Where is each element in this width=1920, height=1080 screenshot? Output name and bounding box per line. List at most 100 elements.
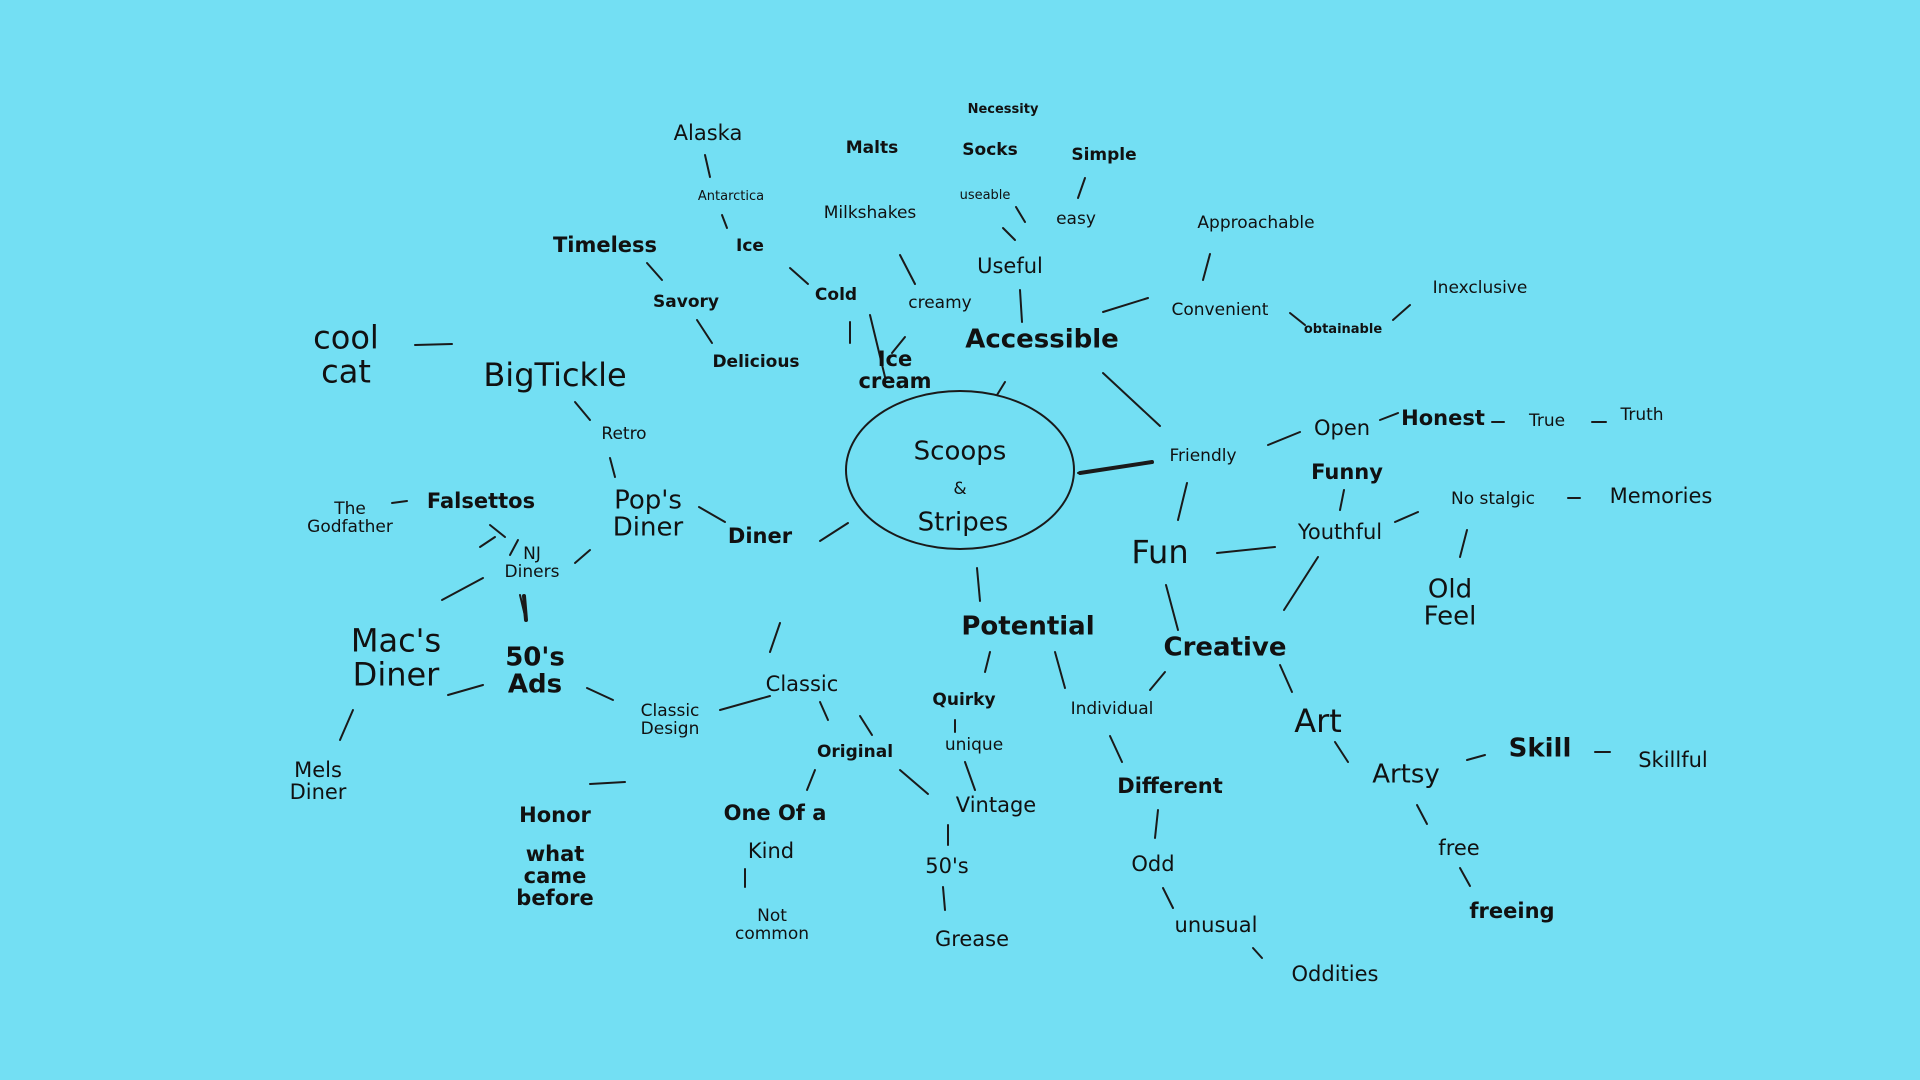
node-falsettos: Falsettos bbox=[426, 488, 536, 513]
node-unique: unique bbox=[944, 735, 1004, 756]
node-ice: Ice bbox=[736, 236, 764, 257]
connector-line bbox=[1162, 887, 1174, 909]
node-skill: Skill bbox=[1508, 733, 1572, 764]
node-artsy: Artsy bbox=[1372, 759, 1440, 790]
connector-line bbox=[1459, 867, 1471, 887]
node-vintage: Vintage bbox=[955, 792, 1037, 817]
connector-line bbox=[479, 536, 496, 548]
node-obtainable: obtainable bbox=[1303, 322, 1383, 338]
node-funny: Funny bbox=[1311, 459, 1383, 484]
connector-line bbox=[1466, 754, 1486, 761]
node-approachable: Approachable bbox=[1197, 213, 1315, 234]
node-different: Different bbox=[1117, 773, 1223, 798]
connector-line bbox=[769, 622, 781, 653]
connector-line bbox=[719, 695, 771, 711]
connector-line bbox=[1394, 511, 1419, 523]
node-individual: Individual bbox=[1070, 699, 1154, 720]
connector-line bbox=[698, 506, 726, 523]
connector-line bbox=[899, 254, 916, 285]
node-potential: Potential bbox=[961, 611, 1095, 642]
node-odd: Odd bbox=[1131, 851, 1175, 876]
node-creamy: creamy bbox=[908, 293, 972, 314]
connector-line bbox=[391, 500, 408, 504]
node-old-feel: Old Feel bbox=[1423, 574, 1477, 632]
node-kind: Kind bbox=[747, 838, 795, 863]
connector-line bbox=[509, 539, 519, 556]
connector-line bbox=[1102, 372, 1161, 427]
connector-line bbox=[1154, 809, 1159, 839]
connector-line bbox=[1054, 651, 1066, 689]
connector-line bbox=[976, 567, 981, 602]
link-group bbox=[339, 154, 1611, 959]
connector-line bbox=[1279, 664, 1293, 693]
connector-line bbox=[1379, 412, 1399, 421]
connector-line bbox=[1109, 735, 1123, 763]
node-savory: Savory bbox=[653, 292, 719, 313]
connector-line bbox=[1283, 556, 1319, 611]
connector-line bbox=[1416, 804, 1428, 825]
node-one-of-a: One Of a bbox=[723, 800, 827, 825]
node-nj-diners: NJ Diners bbox=[504, 544, 560, 582]
connector-line bbox=[859, 715, 873, 736]
connector-line bbox=[1289, 312, 1306, 326]
node-macs-diner: Mac's Diner bbox=[350, 621, 442, 693]
connector-line bbox=[1334, 741, 1349, 763]
connector-line bbox=[414, 343, 453, 346]
node-convenient: Convenient bbox=[1171, 300, 1269, 321]
node-youthful: Youthful bbox=[1297, 519, 1383, 544]
node-ice-cream: Ice cream bbox=[858, 346, 932, 393]
node-freeing: freeing bbox=[1469, 898, 1555, 923]
node-useable: useable bbox=[959, 188, 1011, 204]
connector-line bbox=[1202, 253, 1211, 281]
node-not-common: Not common bbox=[734, 906, 810, 944]
connector-line bbox=[489, 524, 506, 538]
connector-line bbox=[819, 522, 849, 542]
node-pops-diner: Pop's Diner bbox=[612, 485, 684, 543]
node-skillful: Skillful bbox=[1638, 747, 1708, 772]
central-node-oval bbox=[845, 390, 1075, 550]
connector-line bbox=[806, 769, 816, 791]
connector-line bbox=[899, 769, 929, 795]
node-honest: Honest bbox=[1401, 405, 1485, 430]
node-art: Art bbox=[1294, 702, 1342, 741]
node-milkshakes: Milkshakes bbox=[823, 203, 917, 224]
node-useful: Useful bbox=[977, 253, 1043, 278]
center-title-scoops: Scoops bbox=[913, 436, 1007, 467]
connector-line bbox=[869, 314, 886, 378]
node-delicious: Delicious bbox=[712, 352, 800, 373]
connector-line bbox=[789, 267, 809, 285]
node-fun: Fun bbox=[1131, 533, 1189, 572]
connector-line bbox=[891, 336, 906, 354]
node-malts: Malts bbox=[845, 138, 899, 159]
connector-line bbox=[696, 319, 713, 344]
connector-line bbox=[819, 701, 829, 721]
node-retro: Retro bbox=[601, 424, 647, 445]
connector-line bbox=[339, 709, 354, 741]
connector-line bbox=[447, 684, 484, 696]
node-accessible: Accessible bbox=[965, 324, 1119, 355]
connector-line bbox=[721, 214, 728, 229]
connector-line bbox=[1015, 206, 1026, 223]
center-title-stripes: Stripes bbox=[917, 507, 1009, 538]
connector-line bbox=[574, 549, 591, 564]
connector-line bbox=[1252, 947, 1263, 959]
center-ampersand: & bbox=[953, 479, 967, 500]
connector-line bbox=[1165, 584, 1179, 631]
connector-line-thick bbox=[1078, 460, 1154, 475]
connector-line bbox=[586, 687, 614, 701]
node-cool-cat: cool cat bbox=[313, 318, 379, 390]
node-true: True bbox=[1528, 411, 1566, 432]
connector-line bbox=[441, 577, 484, 601]
node-timeless: Timeless bbox=[552, 232, 658, 257]
connector-line bbox=[1216, 546, 1276, 554]
connector-line bbox=[996, 381, 1006, 396]
node-antarctica: Antarctica bbox=[697, 189, 765, 205]
connector-line bbox=[574, 401, 591, 421]
node-alaska: Alaska bbox=[673, 120, 743, 145]
connector-line bbox=[609, 457, 616, 478]
node-diner: Diner bbox=[727, 523, 793, 548]
connector-line bbox=[589, 781, 626, 785]
connector-line bbox=[1002, 227, 1016, 241]
